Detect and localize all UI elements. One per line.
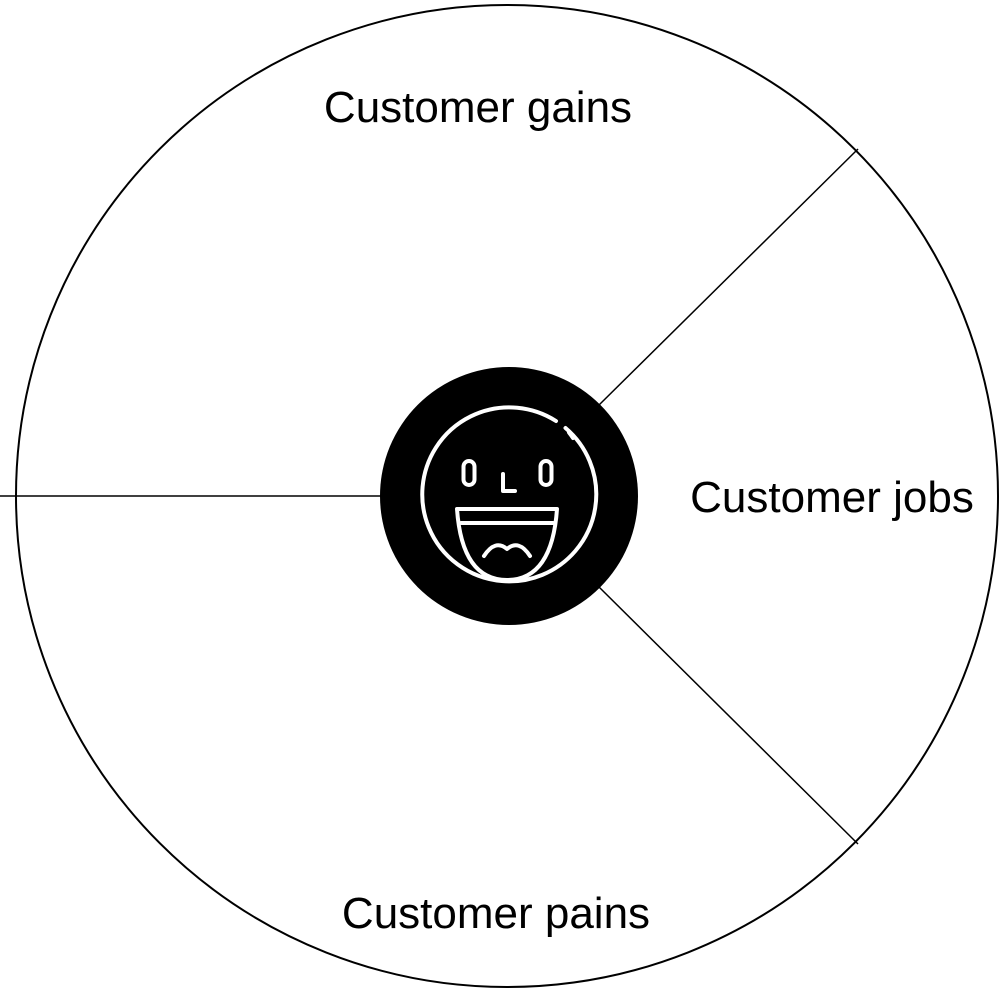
label-customer-pains: Customer pains bbox=[342, 889, 650, 938]
divider-lower-right bbox=[598, 586, 859, 845]
label-customer-jobs: Customer jobs bbox=[690, 473, 974, 522]
label-customer-gains: Customer gains bbox=[324, 83, 632, 132]
divider-upper-right bbox=[598, 148, 859, 406]
center-hub bbox=[380, 367, 638, 625]
smiling-face-icon bbox=[420, 405, 599, 584]
